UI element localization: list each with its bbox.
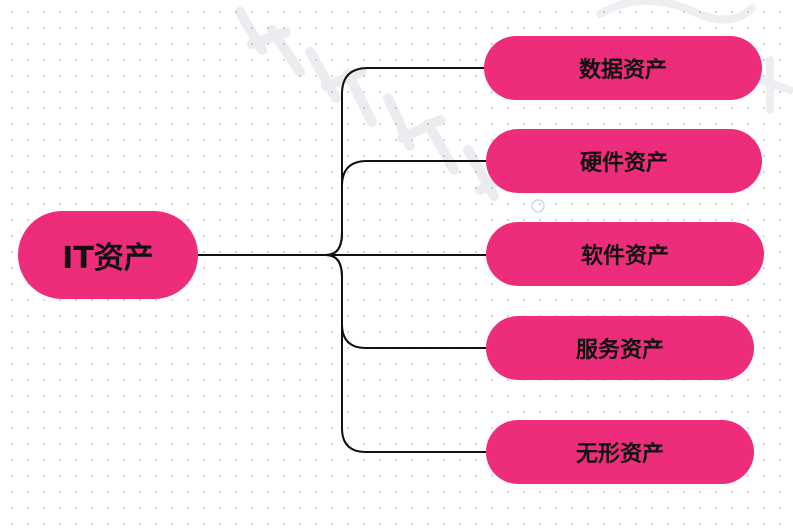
child-node-label: 服务资产	[575, 338, 664, 363]
root-node[interactable]: IT资产	[18, 211, 198, 299]
child-node-label: 软件资产	[580, 244, 669, 269]
child-node-service-assets[interactable]: 服务资产	[486, 316, 754, 380]
child-node-label: 无形资产	[575, 442, 664, 467]
root-node-label: IT资产	[62, 241, 154, 276]
child-node-hardware-assets[interactable]: 硬件资产	[486, 129, 762, 193]
connector-to-child-4	[325, 254, 486, 453]
child-node-label: 硬件资产	[579, 151, 668, 176]
child-node-label: 数据资产	[578, 58, 667, 83]
child-node-intangible-assets[interactable]: 无形资产	[486, 420, 754, 484]
child-node-software-assets[interactable]: 软件资产	[486, 222, 764, 286]
connector-to-child-1	[325, 160, 486, 256]
child-node-data-assets[interactable]: 数据资产	[484, 36, 762, 100]
connector-to-child-3	[325, 254, 486, 349]
